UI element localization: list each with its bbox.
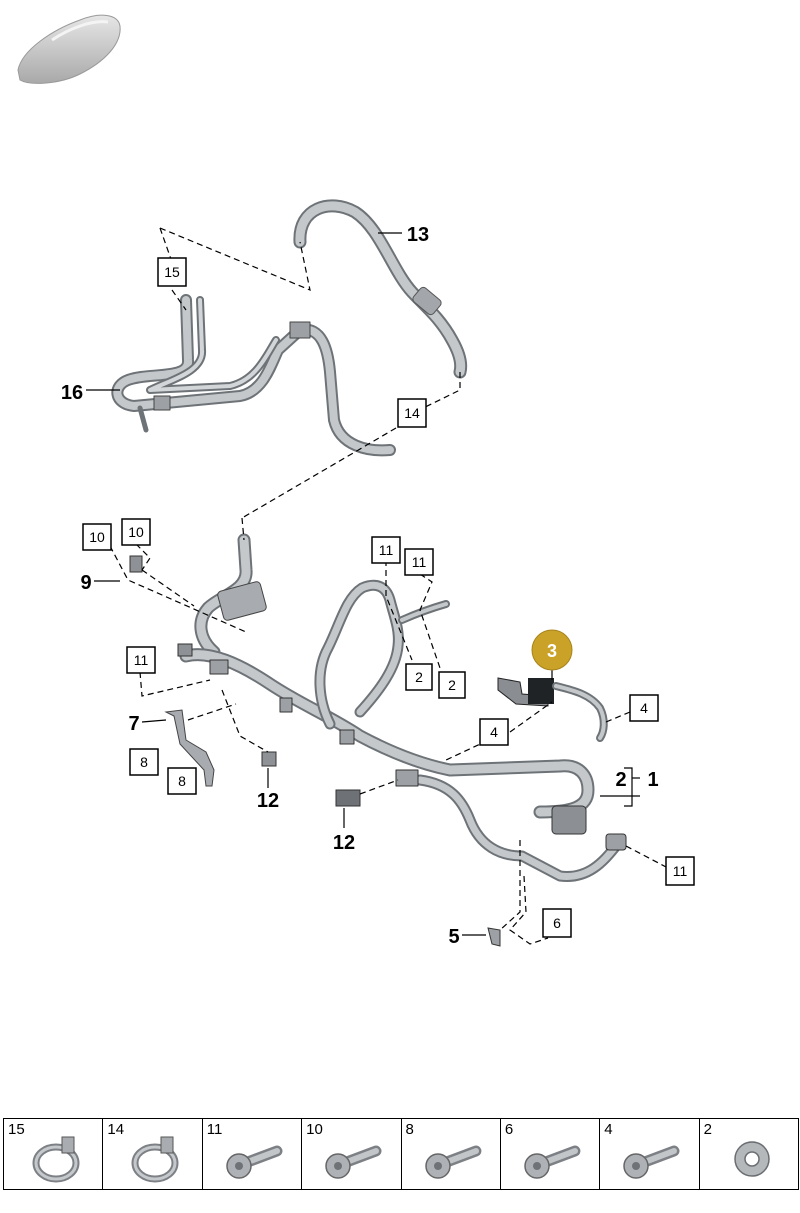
leader-lines-solid xyxy=(86,232,640,936)
legend-part-number: 6 xyxy=(504,1121,514,1138)
legend-cell-part-4[interactable]: 4 xyxy=(600,1119,700,1189)
pipe-assembly-upper xyxy=(111,199,468,457)
callout-label: 8 xyxy=(178,773,186,789)
callout-label: 11 xyxy=(379,542,394,558)
callout-part-12[interactable]: 12 xyxy=(257,790,279,812)
callout-part-2[interactable]: 2 xyxy=(405,663,433,691)
callout-label: 11 xyxy=(412,554,427,570)
callout-part-6[interactable]: 6 xyxy=(542,908,572,938)
legend-cell-part-11[interactable]: 11 xyxy=(203,1119,303,1189)
callout-part-4[interactable]: 4 xyxy=(479,718,509,746)
pipe-assembly-main xyxy=(179,533,627,882)
callout-label: 1 xyxy=(647,769,658,791)
callout-label: 14 xyxy=(404,405,420,421)
legend-part-number: 15 xyxy=(8,1121,25,1138)
callout-part-16[interactable]: 16 xyxy=(61,382,83,404)
callout-part-4[interactable]: 4 xyxy=(629,694,659,722)
legend-part-number: 10 xyxy=(306,1121,323,1138)
callout-part-13[interactable]: 13 xyxy=(407,224,429,246)
callout-label: 16 xyxy=(61,382,83,404)
callout-part-2[interactable]: 2 xyxy=(615,769,626,791)
callout-label: 5 xyxy=(448,926,459,948)
leader-lines-dashed xyxy=(109,227,669,945)
legend-part-number: 4 xyxy=(604,1121,613,1138)
callout-part-7[interactable]: 7 xyxy=(128,713,139,735)
callout-part-2[interactable]: 2 xyxy=(438,671,466,699)
callout-label: 12 xyxy=(257,790,279,812)
legend-part-number: 11 xyxy=(206,1121,223,1138)
legend-part-number: 2 xyxy=(703,1121,712,1138)
legend-cell-part-10[interactable]: 10 xyxy=(302,1119,402,1189)
callout-label: 8 xyxy=(140,754,148,770)
callout-part-11[interactable]: 11 xyxy=(371,536,401,564)
callout-part-5[interactable]: 5 xyxy=(448,926,459,948)
callout-part-3[interactable]: 3 xyxy=(531,629,573,671)
legend-part-number: 14 xyxy=(107,1121,125,1138)
callout-part-15[interactable]: 15 xyxy=(157,257,187,287)
callout-part-11[interactable]: 11 xyxy=(126,646,156,674)
callout-part-10[interactable]: 10 xyxy=(82,523,112,551)
callout-label: 12 xyxy=(333,832,355,854)
callout-label: 2 xyxy=(415,669,423,685)
callout-part-11[interactable]: 11 xyxy=(665,856,695,886)
small-parts xyxy=(129,555,608,947)
legend-cell-part-8[interactable]: 8 xyxy=(402,1119,501,1189)
callout-part-8[interactable]: 8 xyxy=(129,748,159,776)
callout-label: 10 xyxy=(128,524,144,540)
callout-label: 2 xyxy=(615,769,626,791)
callout-label: 3 xyxy=(547,641,557,661)
callout-label: 4 xyxy=(640,700,648,716)
callout-label: 10 xyxy=(89,529,105,545)
legend-cell-part-6[interactable]: 6 xyxy=(501,1119,601,1189)
callout-label: 7 xyxy=(128,713,139,735)
legend-cell-part-2[interactable]: 2 xyxy=(700,1119,798,1189)
callout-label: 11 xyxy=(134,652,149,668)
parts-legend: 15 14 11 10 8 6 4 2 xyxy=(3,1118,799,1190)
legend-cell-part-15[interactable]: 15 xyxy=(4,1119,104,1189)
callout-label: 15 xyxy=(164,264,180,280)
callout-label: 13 xyxy=(407,224,429,246)
callout-part-8[interactable]: 8 xyxy=(167,767,197,795)
callout-label: 9 xyxy=(80,572,91,594)
callout-part-12[interactable]: 12 xyxy=(333,832,355,854)
legend-part-number: 8 xyxy=(405,1121,414,1138)
callout-part-14[interactable]: 14 xyxy=(397,398,427,428)
callout-part-11[interactable]: 11 xyxy=(404,548,434,576)
callout-label: 11 xyxy=(673,863,688,879)
callout-part-9[interactable]: 9 xyxy=(80,572,91,594)
callout-label: 4 xyxy=(490,724,498,740)
legend-cell-part-14[interactable]: 14 xyxy=(103,1119,203,1189)
callout-label: 6 xyxy=(553,915,561,931)
callout-part-1[interactable]: 1 xyxy=(647,769,658,791)
selected-part-marker xyxy=(531,629,573,671)
callout-part-10[interactable]: 10 xyxy=(121,518,151,546)
callout-label: 2 xyxy=(448,677,456,693)
vehicle-thumbnail-icon xyxy=(17,14,121,84)
